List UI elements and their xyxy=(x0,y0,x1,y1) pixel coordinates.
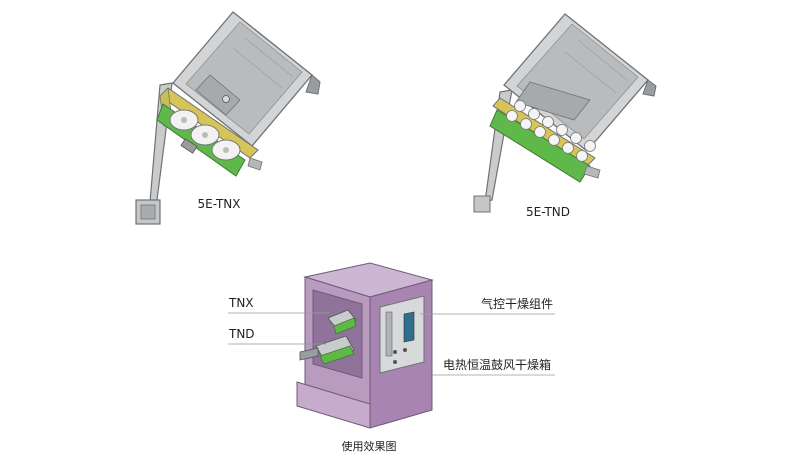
drying-oven-drawing xyxy=(296,262,434,429)
tnx-callout-label: TNX xyxy=(228,296,254,310)
tnd-device-drawing xyxy=(473,13,657,213)
tnd-model-label: 5E-TND xyxy=(526,205,570,219)
callout-leaders xyxy=(228,312,555,376)
drying-oven-callout-label: 电热恒温鼓风干燥箱 xyxy=(443,357,551,372)
tnx-device-drawing xyxy=(135,11,321,225)
tnd-callout-label: TND xyxy=(228,327,255,341)
dryer-assembly-callout-label: 气控干燥组件 xyxy=(481,296,553,311)
tnx-model-label: 5E-TNX xyxy=(198,197,241,211)
figure-caption: 使用效果图 xyxy=(342,439,397,453)
